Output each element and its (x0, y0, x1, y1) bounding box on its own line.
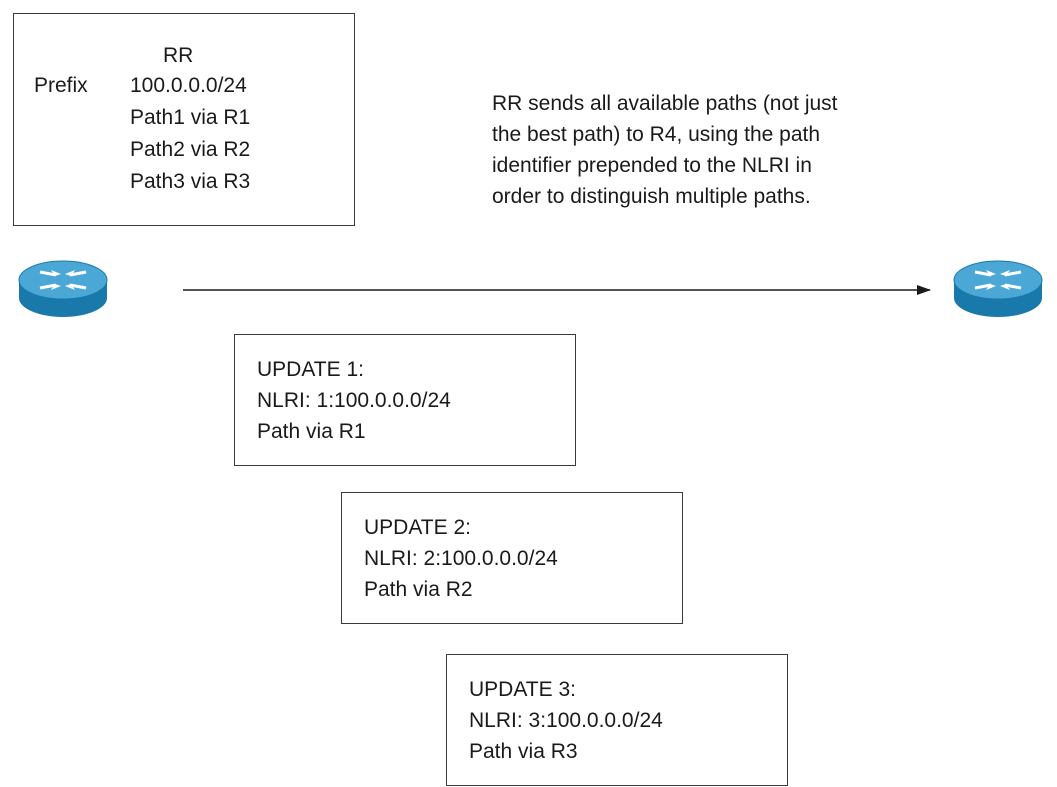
description-line: identifier prepended to the NLRI in (492, 154, 812, 177)
update-message-box: UPDATE 2: NLRI: 2:100.0.0.0/24 Path via … (341, 492, 683, 624)
update-message-box: UPDATE 3: NLRI: 3:100.0.0.0/24 Path via … (446, 654, 788, 786)
description-line: the best path) to R4, using the path (492, 123, 821, 146)
update-nlri: NLRI: 2:100.0.0.0/24 (364, 547, 558, 570)
update-title: UPDATE 2: (364, 516, 471, 539)
description-line: order to distinguish multiple paths. (492, 185, 811, 208)
rr-table-box (13, 13, 355, 226)
rr-path-entry: Path2 via R2 (130, 138, 251, 161)
description-text: RR sends all available paths (not just t… (492, 88, 962, 212)
description-line: RR sends all available paths (not just (492, 92, 838, 115)
prefix-value: 100.0.0.0/24 (130, 74, 247, 97)
update-title: UPDATE 1: (257, 358, 364, 381)
update-path: Path via R3 (469, 740, 578, 763)
rr-title: RR (163, 44, 194, 67)
update-nlri: NLRI: 3:100.0.0.0/24 (469, 709, 663, 732)
update-message-box: UPDATE 1: NLRI: 1:100.0.0.0/24 Path via … (234, 334, 576, 466)
router-icon (18, 260, 108, 317)
update-title: UPDATE 3: (469, 678, 576, 701)
update-path: Path via R1 (257, 420, 366, 443)
rr-path-entry: Path1 via R1 (130, 106, 251, 129)
update-nlri: NLRI: 1:100.0.0.0/24 (257, 389, 451, 412)
router-icon (953, 260, 1043, 317)
prefix-label: Prefix (34, 74, 88, 97)
update-path: Path via R2 (364, 578, 473, 601)
rr-path-entry: Path3 via R3 (130, 170, 251, 193)
